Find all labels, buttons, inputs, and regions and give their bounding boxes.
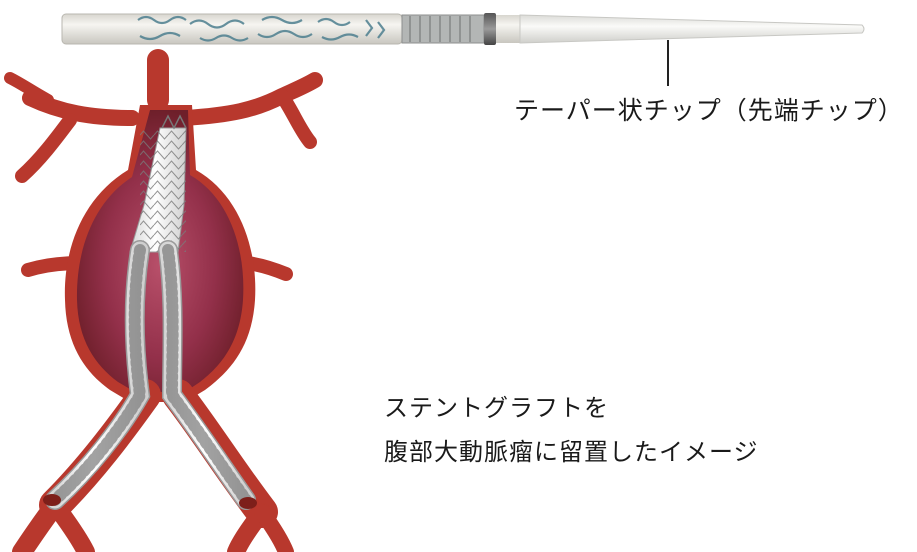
proximal-bare-stent: [161, 114, 187, 130]
description-line-2: 腹部大動脈瘤に留置したイメージ: [384, 438, 759, 466]
stent-graft-main-wire: [140, 130, 186, 252]
stent-wire-lines: [409, 16, 471, 42]
sheath-neck: [496, 15, 520, 43]
upper-branch-arteries: [4, 49, 323, 183]
stent-section: [401, 14, 485, 44]
iliac-arteries: [12, 379, 294, 552]
right-leg-end: [239, 497, 257, 509]
tapered-tip: [519, 14, 865, 44]
delivery-sheath-body: [61, 13, 403, 45]
aorta-illustration: [4, 49, 323, 552]
description-line-1: ステントグラフトを: [384, 394, 609, 422]
tapered-tip-label: テーパー状チップ（先端チップ）: [514, 96, 904, 125]
delivery-device: [61, 13, 865, 45]
marker-ring: [484, 13, 496, 45]
stent-graft-legs: [45, 240, 256, 510]
graft-pattern-on-sheath: [137, 15, 386, 42]
left-leg-end: [43, 494, 61, 506]
